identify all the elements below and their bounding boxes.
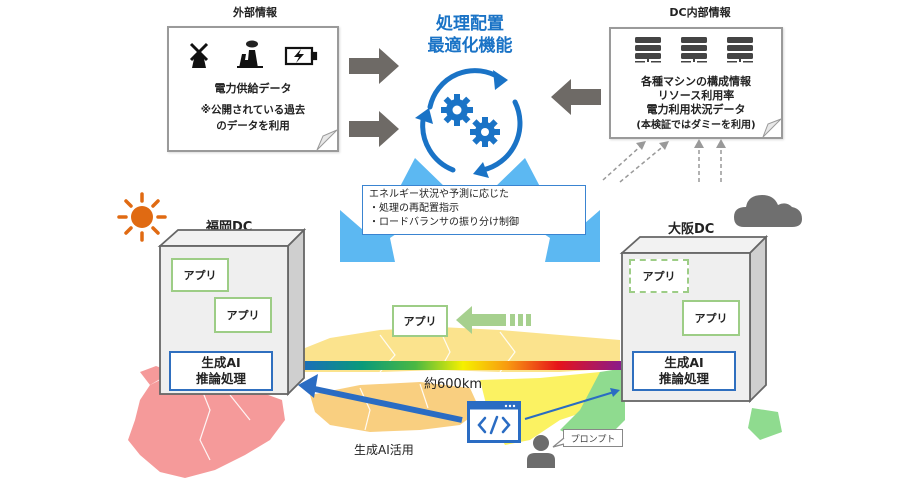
external-info-line3: のデータを利用 <box>216 120 290 132</box>
dc-internal-info-card: 各種マシンの構成情報 リソース利用率 電力利用状況データ (本検証ではダミーを利… <box>609 27 783 139</box>
server-icon <box>727 37 753 63</box>
map-region-chugoku <box>300 327 620 372</box>
usage-label: 生成AI活用 <box>354 443 414 457</box>
callout-line1: エネルギー状況や予測に応じた <box>369 189 509 200</box>
map-region-kanto <box>748 408 782 440</box>
fukuoka-ai-line2: 推論処理 <box>195 371 246 386</box>
map-region-kyushu <box>128 372 285 478</box>
cloud-icon <box>734 195 802 227</box>
code-window-icon <box>467 401 521 443</box>
prompt-label: プロンプト <box>570 434 616 445</box>
osaka-ai-line2: 推論処理 <box>658 371 709 386</box>
prompt-bubble-tail <box>552 437 565 448</box>
fukuoka-ai-line1: 生成AI <box>201 355 241 370</box>
sun-icon <box>117 192 167 242</box>
arrow-to-fukuoka-head <box>298 374 318 398</box>
power-plant-icon <box>237 40 263 68</box>
external-info-title: 外部情報 <box>233 6 277 19</box>
server-icon <box>635 37 661 63</box>
fukuoka-app-1: アプリ <box>171 258 229 292</box>
osaka-app-1-ghost: アプリ <box>629 259 689 293</box>
dc-info-line4: (本検証ではダミーを利用) <box>636 120 756 131</box>
page-curl-icon <box>762 118 782 138</box>
distance-gradient-bar <box>305 361 621 370</box>
arrow-right-icon <box>349 48 399 84</box>
arrow-right-icon <box>349 111 399 147</box>
dc-info-line3: 電力利用状況データ <box>646 103 746 116</box>
gears-cycle-icon <box>415 68 523 178</box>
map-region-chubu <box>560 368 625 440</box>
callout-line2: ・処理の再配置指示 <box>369 203 459 214</box>
battery-charging-icon <box>284 46 318 66</box>
external-info-card: 電力供給データ ※公開されている過去 のデータを利用 <box>167 26 339 152</box>
osaka-dc-label: 大阪DC <box>668 222 715 237</box>
distance-label: 約600km <box>424 377 483 392</box>
user-icon <box>527 435 555 468</box>
page-curl-icon <box>316 129 338 151</box>
fukuoka-ai-inference: 生成AI 推論処理 <box>169 351 273 391</box>
arrow-to-osaka <box>524 391 615 420</box>
windmill-icon <box>189 42 209 68</box>
optimizer-title-line2: 最適化機能 <box>427 36 513 56</box>
optimizer-title-line1: 処理配置 <box>436 14 504 34</box>
server-icon <box>681 37 707 63</box>
arrow-left-icon <box>551 79 601 115</box>
dc-info-line1: 各種マシンの構成情報 <box>641 75 751 88</box>
external-info-line1: 電力供給データ <box>214 82 292 95</box>
optimizer-callout: エネルギー状況や予測に応じた ・処理の再配置指示 ・ロードバランサの振り分け制御 <box>362 185 586 235</box>
osaka-app-2: アプリ <box>682 300 740 336</box>
external-info-line2: ※公開されている過去 <box>200 104 306 116</box>
arrow-to-osaka-head <box>610 388 620 397</box>
dc-info-line2: リソース利用率 <box>657 89 735 102</box>
prompt-bubble: プロンプト <box>563 429 623 447</box>
dc-internal-info-title: DC内部情報 <box>669 6 731 19</box>
callout-line3: ・ロードバランサの振り分け制御 <box>369 217 519 228</box>
migrating-app: アプリ <box>392 305 448 337</box>
osaka-ai-line1: 生成AI <box>664 355 704 370</box>
migration-arrow-icon <box>456 306 531 334</box>
osaka-ai-inference: 生成AI 推論処理 <box>632 351 736 391</box>
fukuoka-app-2: アプリ <box>214 297 272 333</box>
arrow-to-fukuoka <box>309 385 463 423</box>
